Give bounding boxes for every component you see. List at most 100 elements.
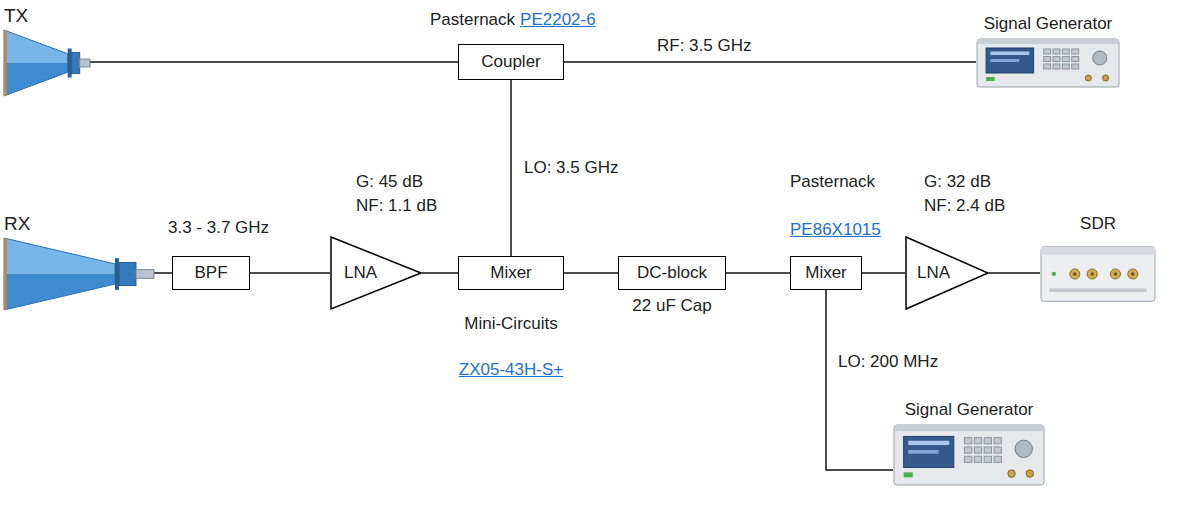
signal-label: RF: 3.5 GHz [655,36,753,56]
sdr-port-pin [1090,272,1094,276]
signal-generator-picture [976,38,1120,88]
signal-label: LO: 3.5 GHz [522,158,620,178]
generator-key [1053,57,1060,62]
signal-wire [826,290,893,470]
picture-group [4,238,154,310]
node-label: TX [4,4,90,28]
generator-key [1072,49,1079,54]
generator-key [1044,64,1051,69]
mixer-box: Mixer [790,256,862,290]
generator-port [1085,75,1091,81]
signal-label: LO: 200 MHz [836,352,940,372]
horn-connector [80,59,90,67]
generator-key [994,447,1001,453]
signal-wire [726,272,790,274]
generator-key [1053,64,1060,69]
dc-block-box: DC-block [618,256,726,290]
passband-label: 3.3 - 3.7 GHz [168,218,269,238]
generator-key [994,456,1001,462]
signal-wire [989,272,1040,274]
sdr-port-pin [1073,272,1077,276]
generator-key [1072,57,1079,62]
generator-key [984,456,991,462]
gain-label: G: 45 dB [356,172,423,192]
generator-port [1103,75,1109,81]
horn-face [4,30,68,63]
node-label: LNA [917,263,950,283]
generator-key [1062,57,1069,62]
picture-group [1041,247,1155,302]
generator-screen [904,436,954,467]
generator-key [964,456,971,462]
vendor-label: Pasternack [430,10,515,30]
signal-wire [422,272,458,274]
signal-wire [154,272,172,274]
horn-mouth [4,30,7,96]
signal-wire [510,80,512,256]
generator-key [1062,49,1069,54]
horn-feed [119,262,136,285]
filter-box: BPF [172,256,250,290]
generator-key [974,438,981,444]
picture-group [4,30,90,96]
horn-face [4,63,68,96]
capacitor-value: 22 uF Cap [632,296,711,316]
generator-key [974,456,981,462]
generator-port [1008,470,1015,477]
part-number-link: ZX05-43H-S+ [459,360,563,380]
amplifier-triangle: LNA [330,236,422,310]
generator-body [977,39,1119,87]
signal-generator: Signal Generator [976,12,1120,88]
generator-key [964,438,971,444]
signal-wire [90,61,458,63]
node-label: Mixer [490,263,532,283]
generator-key [994,438,1001,444]
generator-key [1044,49,1051,54]
amplifier-triangle: LNA [905,236,989,310]
generator-knob [1093,51,1107,65]
generator-led [904,472,913,477]
horn-mouth [4,238,7,310]
generator-key [974,447,981,453]
mixer-box: Mixer [458,256,564,290]
horn-face [4,274,115,310]
sdr-device: SDR [1040,212,1156,310]
generator-top [977,39,1119,44]
sdr-top [1041,247,1155,256]
horn-antenna-picture [4,30,90,96]
sdr-port [1070,269,1080,279]
coupler-box: Coupler [458,44,564,80]
generator-led [986,77,995,81]
signal-wire [250,272,330,274]
horn-face [4,238,115,274]
signal-generator-picture [893,424,1045,486]
gain-label: G: 32 dB [924,172,991,192]
node-label: SDR [1040,212,1156,236]
generator-key [1044,57,1051,62]
generator-screen-line [990,59,1019,62]
sdr-port-pin [1114,272,1118,276]
horn-connector [136,270,154,279]
sdr-port [1087,269,1097,279]
generator-key [964,447,971,453]
sdr-device-picture [1040,238,1156,310]
signal-wire [564,272,618,274]
horn-antenna: RX [4,212,154,310]
node-label: Coupler [481,52,541,72]
part-number-link: PE2202-6 [520,10,596,30]
vendor-label: Pasternack [790,172,875,192]
generator-key [1062,64,1069,69]
node-label: Signal Generator [976,12,1120,36]
amplifier-outline [331,237,421,309]
generator-key [1053,49,1060,54]
signal-generator: Signal Generator [893,398,1045,486]
sdr-port [1128,269,1138,279]
picture-group [977,39,1119,87]
generator-key [984,447,991,453]
sdr-port-pin [1131,272,1135,276]
node-label: RX [4,212,154,236]
generator-port [1026,470,1033,477]
horn-antenna: TX [4,4,90,96]
